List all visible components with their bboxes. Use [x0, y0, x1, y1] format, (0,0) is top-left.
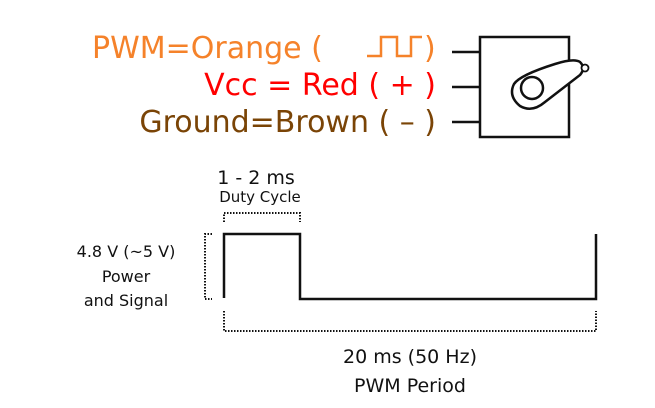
wire-label-ground: Ground=Brown ( – ) — [139, 105, 436, 140]
voltage-label-power: Power — [102, 267, 151, 286]
pwm-square-wave-icon — [367, 35, 422, 58]
servo-motor-icon — [478, 35, 590, 139]
period-value: 20 ms (50 Hz) — [343, 346, 477, 368]
pwm-waveform — [222, 232, 598, 301]
duty-cycle-bracket — [223, 212, 301, 222]
voltage-value: 4.8 V (~5 V) — [77, 242, 176, 261]
wire-label-vcc: Vcc = Red ( + ) — [204, 68, 436, 103]
wire-label-pwm-close: ) — [424, 31, 436, 66]
period-label: PWM Period — [354, 375, 466, 397]
voltage-label-signal: and Signal — [84, 291, 168, 310]
wire-label-pwm: PWM=Orange ( — [92, 31, 323, 66]
duty-cycle-value: 1 - 2 ms — [217, 167, 295, 189]
period-bracket — [223, 311, 597, 332]
voltage-bracket — [204, 233, 212, 300]
duty-cycle-label: Duty Cycle — [219, 188, 301, 206]
